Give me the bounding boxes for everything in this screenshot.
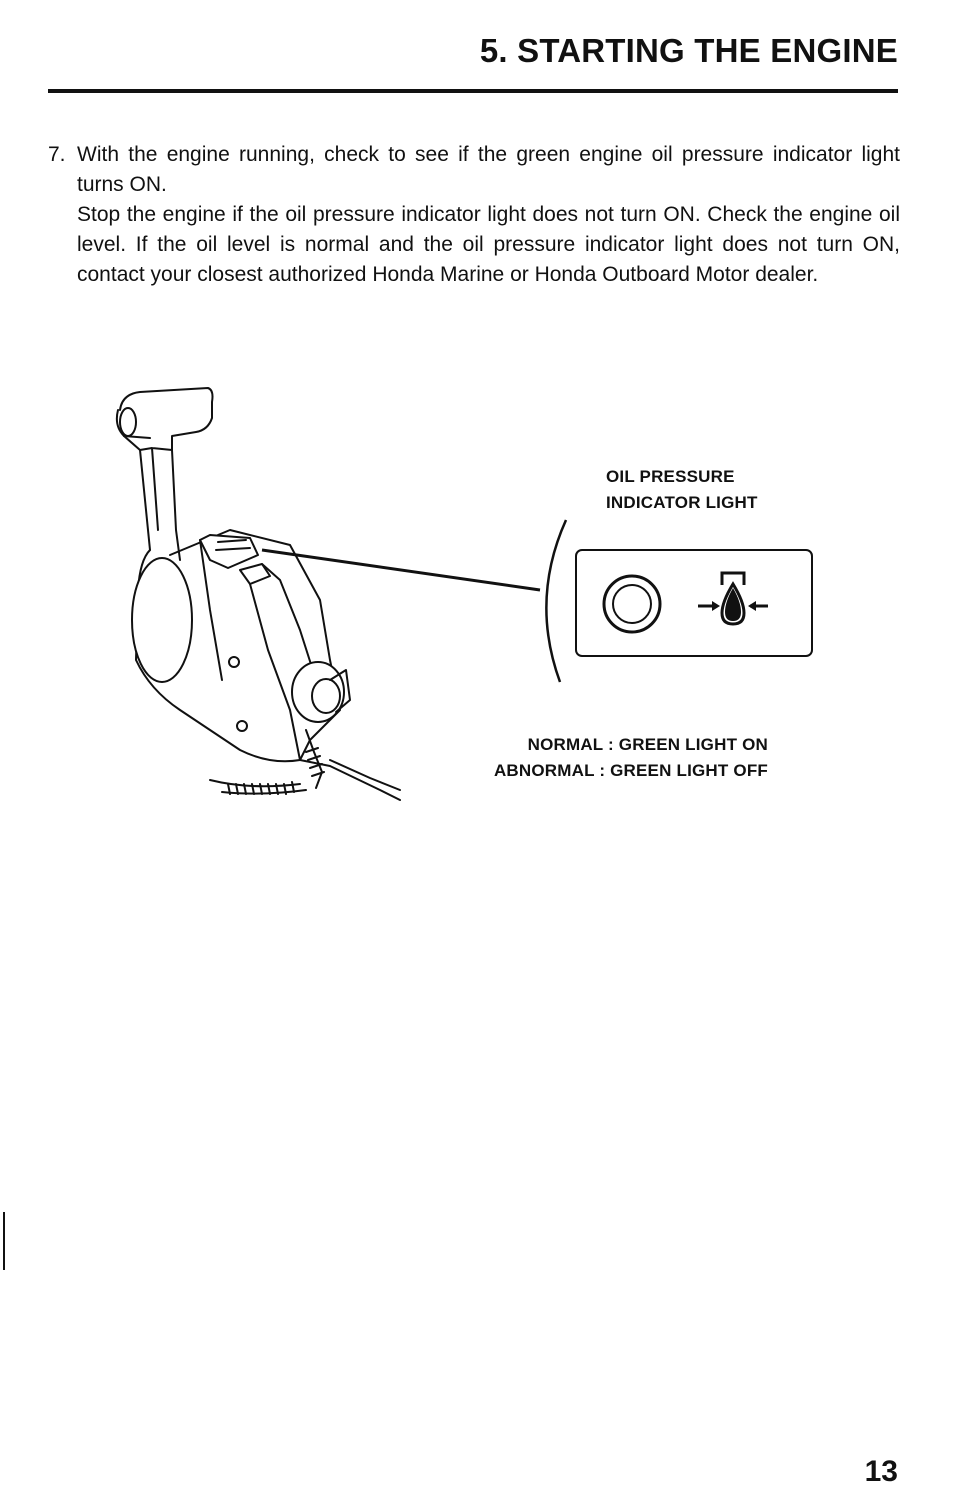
indicator-status-legend: NORMAL : GREEN LIGHT ON ABNORMAL : GREEN…	[453, 732, 768, 784]
oil-pressure-icon	[698, 571, 768, 626]
status-normal: NORMAL : GREEN LIGHT ON	[527, 735, 768, 754]
header-rule	[48, 89, 898, 93]
figure-artwork	[115, 387, 813, 801]
page-number: 13	[864, 1455, 898, 1488]
step-paragraph-2: Stop the engine if the oil pressure indi…	[77, 203, 900, 286]
callout-line-1: OIL PRESSURE	[606, 467, 735, 486]
remote-control-box-illustration	[115, 387, 401, 801]
instruction-step: 7. With the engine running, check to see…	[48, 140, 900, 290]
indicator-lamp-icon	[602, 574, 662, 634]
step-body: With the engine running, check to see if…	[77, 140, 900, 290]
indicator-panel	[575, 549, 813, 657]
leader-line	[261, 548, 541, 592]
step-number: 7.	[48, 143, 66, 166]
status-abnormal: ABNORMAL : GREEN LIGHT OFF	[493, 761, 768, 780]
oil-pressure-callout: OIL PRESSURE INDICATOR LIGHT	[606, 464, 758, 516]
margin-mark	[3, 1212, 5, 1270]
page-header-title: 5. STARTING THE ENGINE	[479, 32, 898, 69]
step-paragraph-1: With the engine running, check to see if…	[77, 143, 900, 196]
callout-bracket	[545, 519, 568, 683]
oil-pressure-figure: OIL PRESSURE INDICATOR LIGHT NORMAL : GR…	[0, 380, 954, 820]
callout-line-2: INDICATOR LIGHT	[606, 493, 758, 512]
